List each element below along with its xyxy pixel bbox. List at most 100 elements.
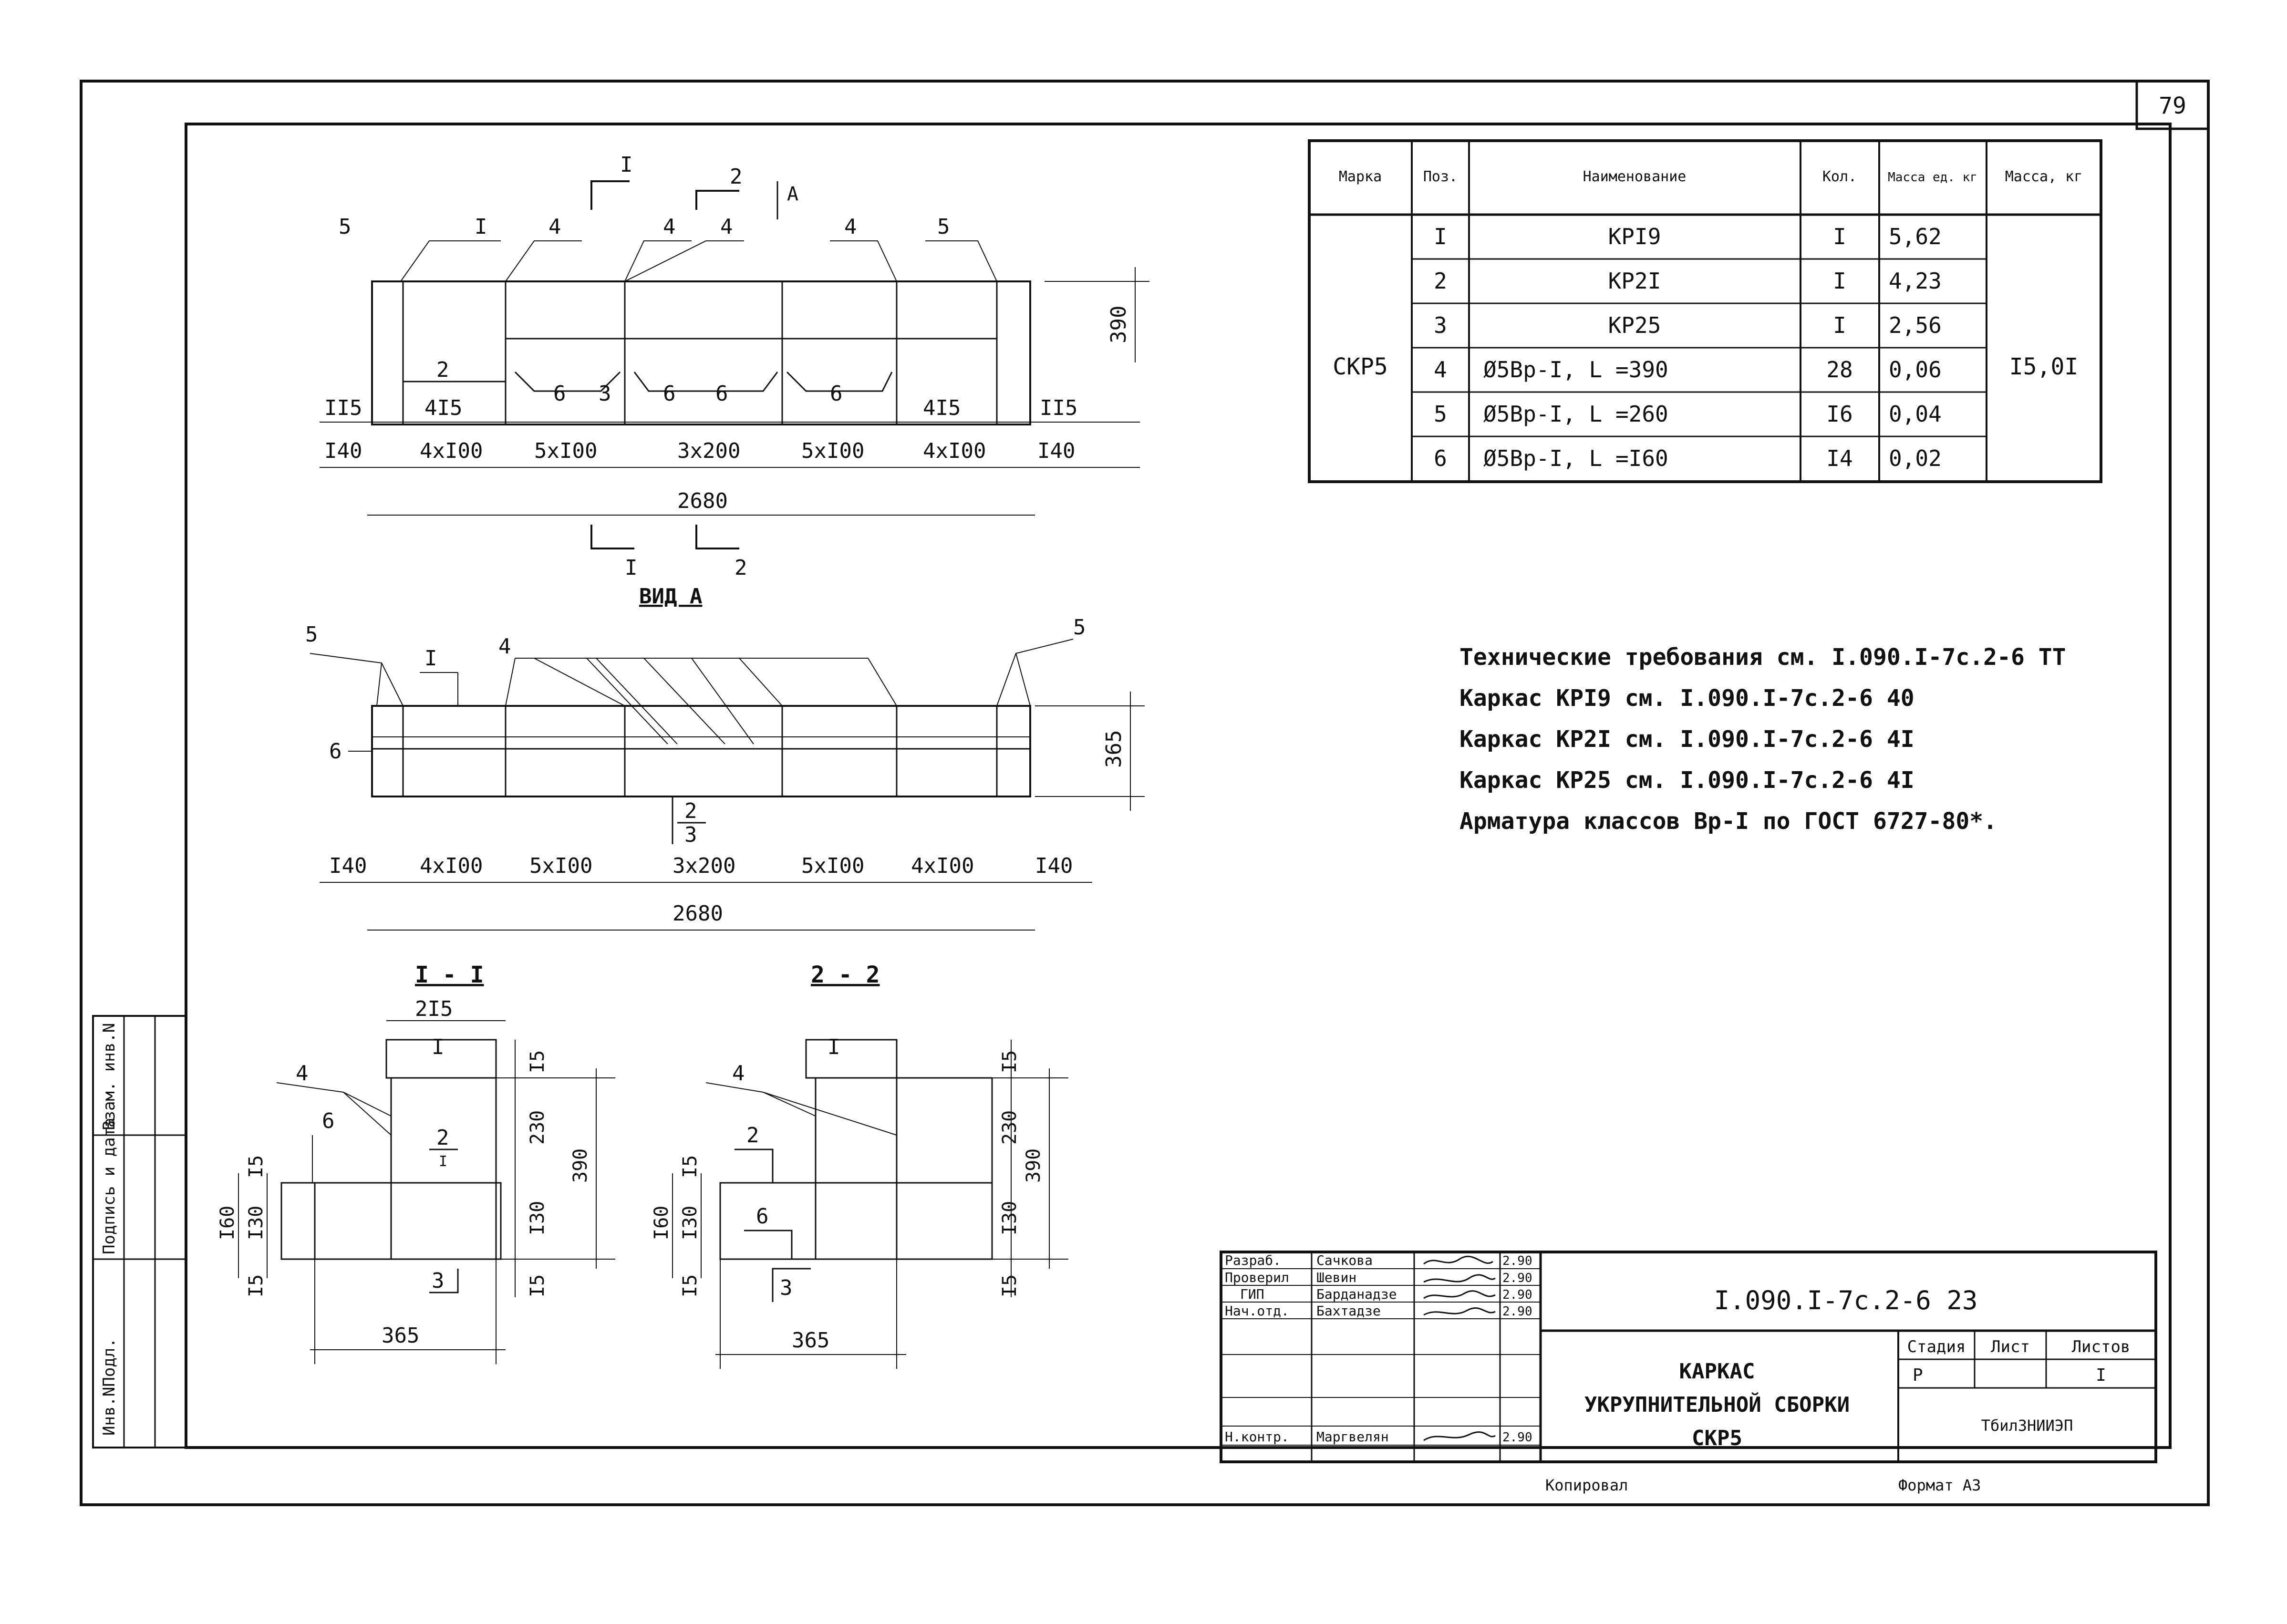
title-row: Разраб. Сачкова 2.90 bbox=[1225, 1252, 1532, 1268]
section-1-right-dim-15-bottom: I5 bbox=[527, 1274, 548, 1297]
plan-pos-5-right: 5 bbox=[937, 215, 950, 239]
section-2-label-3: 3 bbox=[780, 1276, 793, 1300]
inner-frame bbox=[185, 123, 2172, 1449]
section-1-label-6: 6 bbox=[322, 1109, 335, 1133]
page-number-box bbox=[2135, 80, 2210, 130]
section-1-label-2: 2 bbox=[436, 1126, 449, 1150]
plan-dim-5x100-left: 5xI00 bbox=[534, 439, 597, 463]
title-name-checker: Шевин bbox=[1316, 1270, 1356, 1285]
title-date-chief-engineer: 2.90 bbox=[1502, 1288, 1532, 1302]
section-2-label-4: 4 bbox=[732, 1061, 745, 1086]
view-a-frac-bottom: 3 bbox=[684, 823, 697, 847]
spec-row: I КРI9 I 5,62 bbox=[1434, 224, 1942, 249]
view-a-pos-6: 6 bbox=[329, 739, 342, 764]
spec-header-mark: Марка bbox=[1339, 168, 1382, 185]
section-1-top-dim: 2I5 bbox=[415, 997, 453, 1021]
format-label: Формат А3 bbox=[1898, 1476, 1981, 1494]
note-line-3: Каркас КР2I см. I.090.I-7с.2-6 4I bbox=[1459, 726, 1914, 753]
plan-dim-115-left: II5 bbox=[324, 396, 362, 420]
note-line-1: Технические требования см. I.090.I-7с.2-… bbox=[1459, 644, 2066, 671]
view-a: ВИД А 5 I 4 5 6 365 2 3 I40 4xI00 5xI00 … bbox=[305, 584, 1145, 931]
strip-label-sign: Подпись и дата bbox=[100, 1117, 119, 1254]
spec-row-4-pos: 4 bbox=[1434, 357, 1447, 383]
section-1-left-overall-dim: I60 bbox=[217, 1206, 238, 1240]
spec-total-mass: I5,0I bbox=[2009, 353, 2079, 380]
section-2-left-dim-130: I30 bbox=[679, 1206, 701, 1240]
spec-row: 6 Ø5Вр-I, L =I60 I4 0,02 bbox=[1434, 445, 1942, 471]
section-2-label-1: I bbox=[828, 1035, 840, 1059]
view-a-dim-140-left: I40 bbox=[329, 854, 367, 878]
section-2-left-dim-15-bottom: I5 bbox=[679, 1274, 701, 1297]
plan-view: 390 II5 4I5 4I5 II5 I40 4xI00 5xI00 3x20… bbox=[320, 153, 1149, 580]
spec-row-4-name: Ø5Вр-I, L =390 bbox=[1483, 357, 1668, 383]
section-2-right-dim-130: I30 bbox=[999, 1201, 1021, 1235]
plan-pos-6-a: 6 bbox=[553, 382, 566, 406]
title-line-2: УКРУПНИТЕЛЬНОЙ СБОРКИ bbox=[1584, 1392, 1850, 1417]
plan-section-mark-2-top: 2 bbox=[730, 165, 743, 189]
spec-row: 5 Ø5Вр-I, L =260 I6 0,04 bbox=[1434, 401, 1942, 427]
spec-row-3-name: КР25 bbox=[1608, 312, 1661, 338]
title-role-developer: Разраб. bbox=[1225, 1252, 1281, 1268]
plan-dim-5x100-right: 5xI00 bbox=[801, 439, 864, 463]
plan-pos-6-b: 6 bbox=[663, 382, 676, 406]
spec-mark-value: СКР5 bbox=[1333, 353, 1388, 380]
section-2-left-dim-15-top: I5 bbox=[679, 1155, 701, 1178]
title-row: Проверил Шевин 2.90 bbox=[1225, 1270, 1532, 1285]
spec-row-5-mass: 0,04 bbox=[1889, 401, 1942, 427]
section-2-right-dim-15-top: I5 bbox=[999, 1050, 1021, 1073]
spec-row-4-qty: 28 bbox=[1826, 357, 1852, 383]
section-1-left-dim-15-top: I5 bbox=[245, 1155, 267, 1178]
spec-row-2-mass: 4,23 bbox=[1889, 268, 1942, 294]
plan-pos-3: 3 bbox=[599, 382, 611, 406]
spec-row-2-pos: 2 bbox=[1434, 268, 1447, 294]
view-a-dim-4x100-left: 4xI00 bbox=[420, 854, 483, 878]
section-2-label-6: 6 bbox=[756, 1204, 769, 1229]
page-number: 79 bbox=[2159, 93, 2186, 119]
view-a-frac-top: 2 bbox=[684, 799, 697, 823]
title-date-checker: 2.90 bbox=[1502, 1271, 1532, 1285]
section-2-title: 2 - 2 bbox=[811, 962, 880, 988]
plan-pos-6-d: 6 bbox=[830, 382, 843, 406]
view-a-dim-5x100-left: 5xI00 bbox=[529, 854, 592, 878]
note-line-4: Каркас КР25 см. I.090.I-7с.2-6 4I bbox=[1459, 767, 1914, 794]
title-line-3: СКР5 bbox=[1692, 1426, 1742, 1450]
note-line-2: Каркас КРI9 см. I.090.I-7с.2-6 40 bbox=[1459, 685, 1914, 712]
plan-section-mark-1-bottom: I bbox=[625, 556, 638, 580]
section-1-label-1-mid: I bbox=[439, 1153, 447, 1170]
plan-dim-140-left: I40 bbox=[324, 439, 362, 463]
title-row: Н.контр. Маргвелян 2.90 bbox=[1225, 1429, 1532, 1445]
organization-name: ТбилЗНИИЭП bbox=[1981, 1417, 2073, 1435]
spec-row-1-qty: I bbox=[1833, 224, 1846, 249]
plan-pos-5-left: 5 bbox=[339, 215, 352, 239]
section-2-bottom-dim: 365 bbox=[792, 1328, 829, 1353]
plan-pos-4-b: 4 bbox=[663, 215, 676, 239]
section-2-label-2: 2 bbox=[746, 1123, 759, 1148]
spec-header-mass: Масса, кг bbox=[2005, 168, 2083, 185]
section-2-2: 2 - 2 I 4 2 6 3 I5 230 I30 I5 390 I5 I30… bbox=[651, 962, 1068, 1369]
section-2-right-dim-15-bottom: I5 bbox=[999, 1274, 1021, 1297]
plan-total-dim: 2680 bbox=[677, 489, 728, 513]
section-1-label-4: 4 bbox=[296, 1061, 309, 1086]
section-1-right-dim-15-top: I5 bbox=[527, 1050, 548, 1073]
section-1-label-3: 3 bbox=[432, 1269, 445, 1293]
title-name-developer: Сачкова bbox=[1316, 1252, 1373, 1268]
section-1-label-1-top: I bbox=[432, 1035, 445, 1059]
plan-dim-4x100-left: 4xI00 bbox=[420, 439, 483, 463]
spec-row-6-mass: 0,02 bbox=[1889, 445, 1942, 471]
outer-border bbox=[80, 80, 2210, 1506]
plan-dim-115-right: II5 bbox=[1040, 396, 1077, 420]
sheets-header: Листов bbox=[2072, 1337, 2131, 1356]
view-a-dim-4x100-right: 4xI00 bbox=[911, 854, 974, 878]
plan-dim-415-left: 4I5 bbox=[424, 396, 462, 420]
section-1-left-dim-15-bottom: I5 bbox=[245, 1274, 267, 1297]
title-name-chief-engineer: Барданадзе bbox=[1316, 1286, 1397, 1302]
spec-row-1-name: КРI9 bbox=[1608, 224, 1661, 249]
plan-dim-415-right: 4I5 bbox=[923, 396, 961, 420]
spec-header-pos: Поз. bbox=[1423, 168, 1458, 185]
spec-row: 2 КР2I I 4,23 bbox=[1434, 268, 1942, 294]
view-a-dim-5x100-right: 5xI00 bbox=[801, 854, 864, 878]
spec-row-6-pos: 6 bbox=[1434, 445, 1447, 471]
spec-row-5-qty: I6 bbox=[1826, 401, 1852, 427]
view-a-dim-3x200: 3x200 bbox=[673, 854, 735, 878]
